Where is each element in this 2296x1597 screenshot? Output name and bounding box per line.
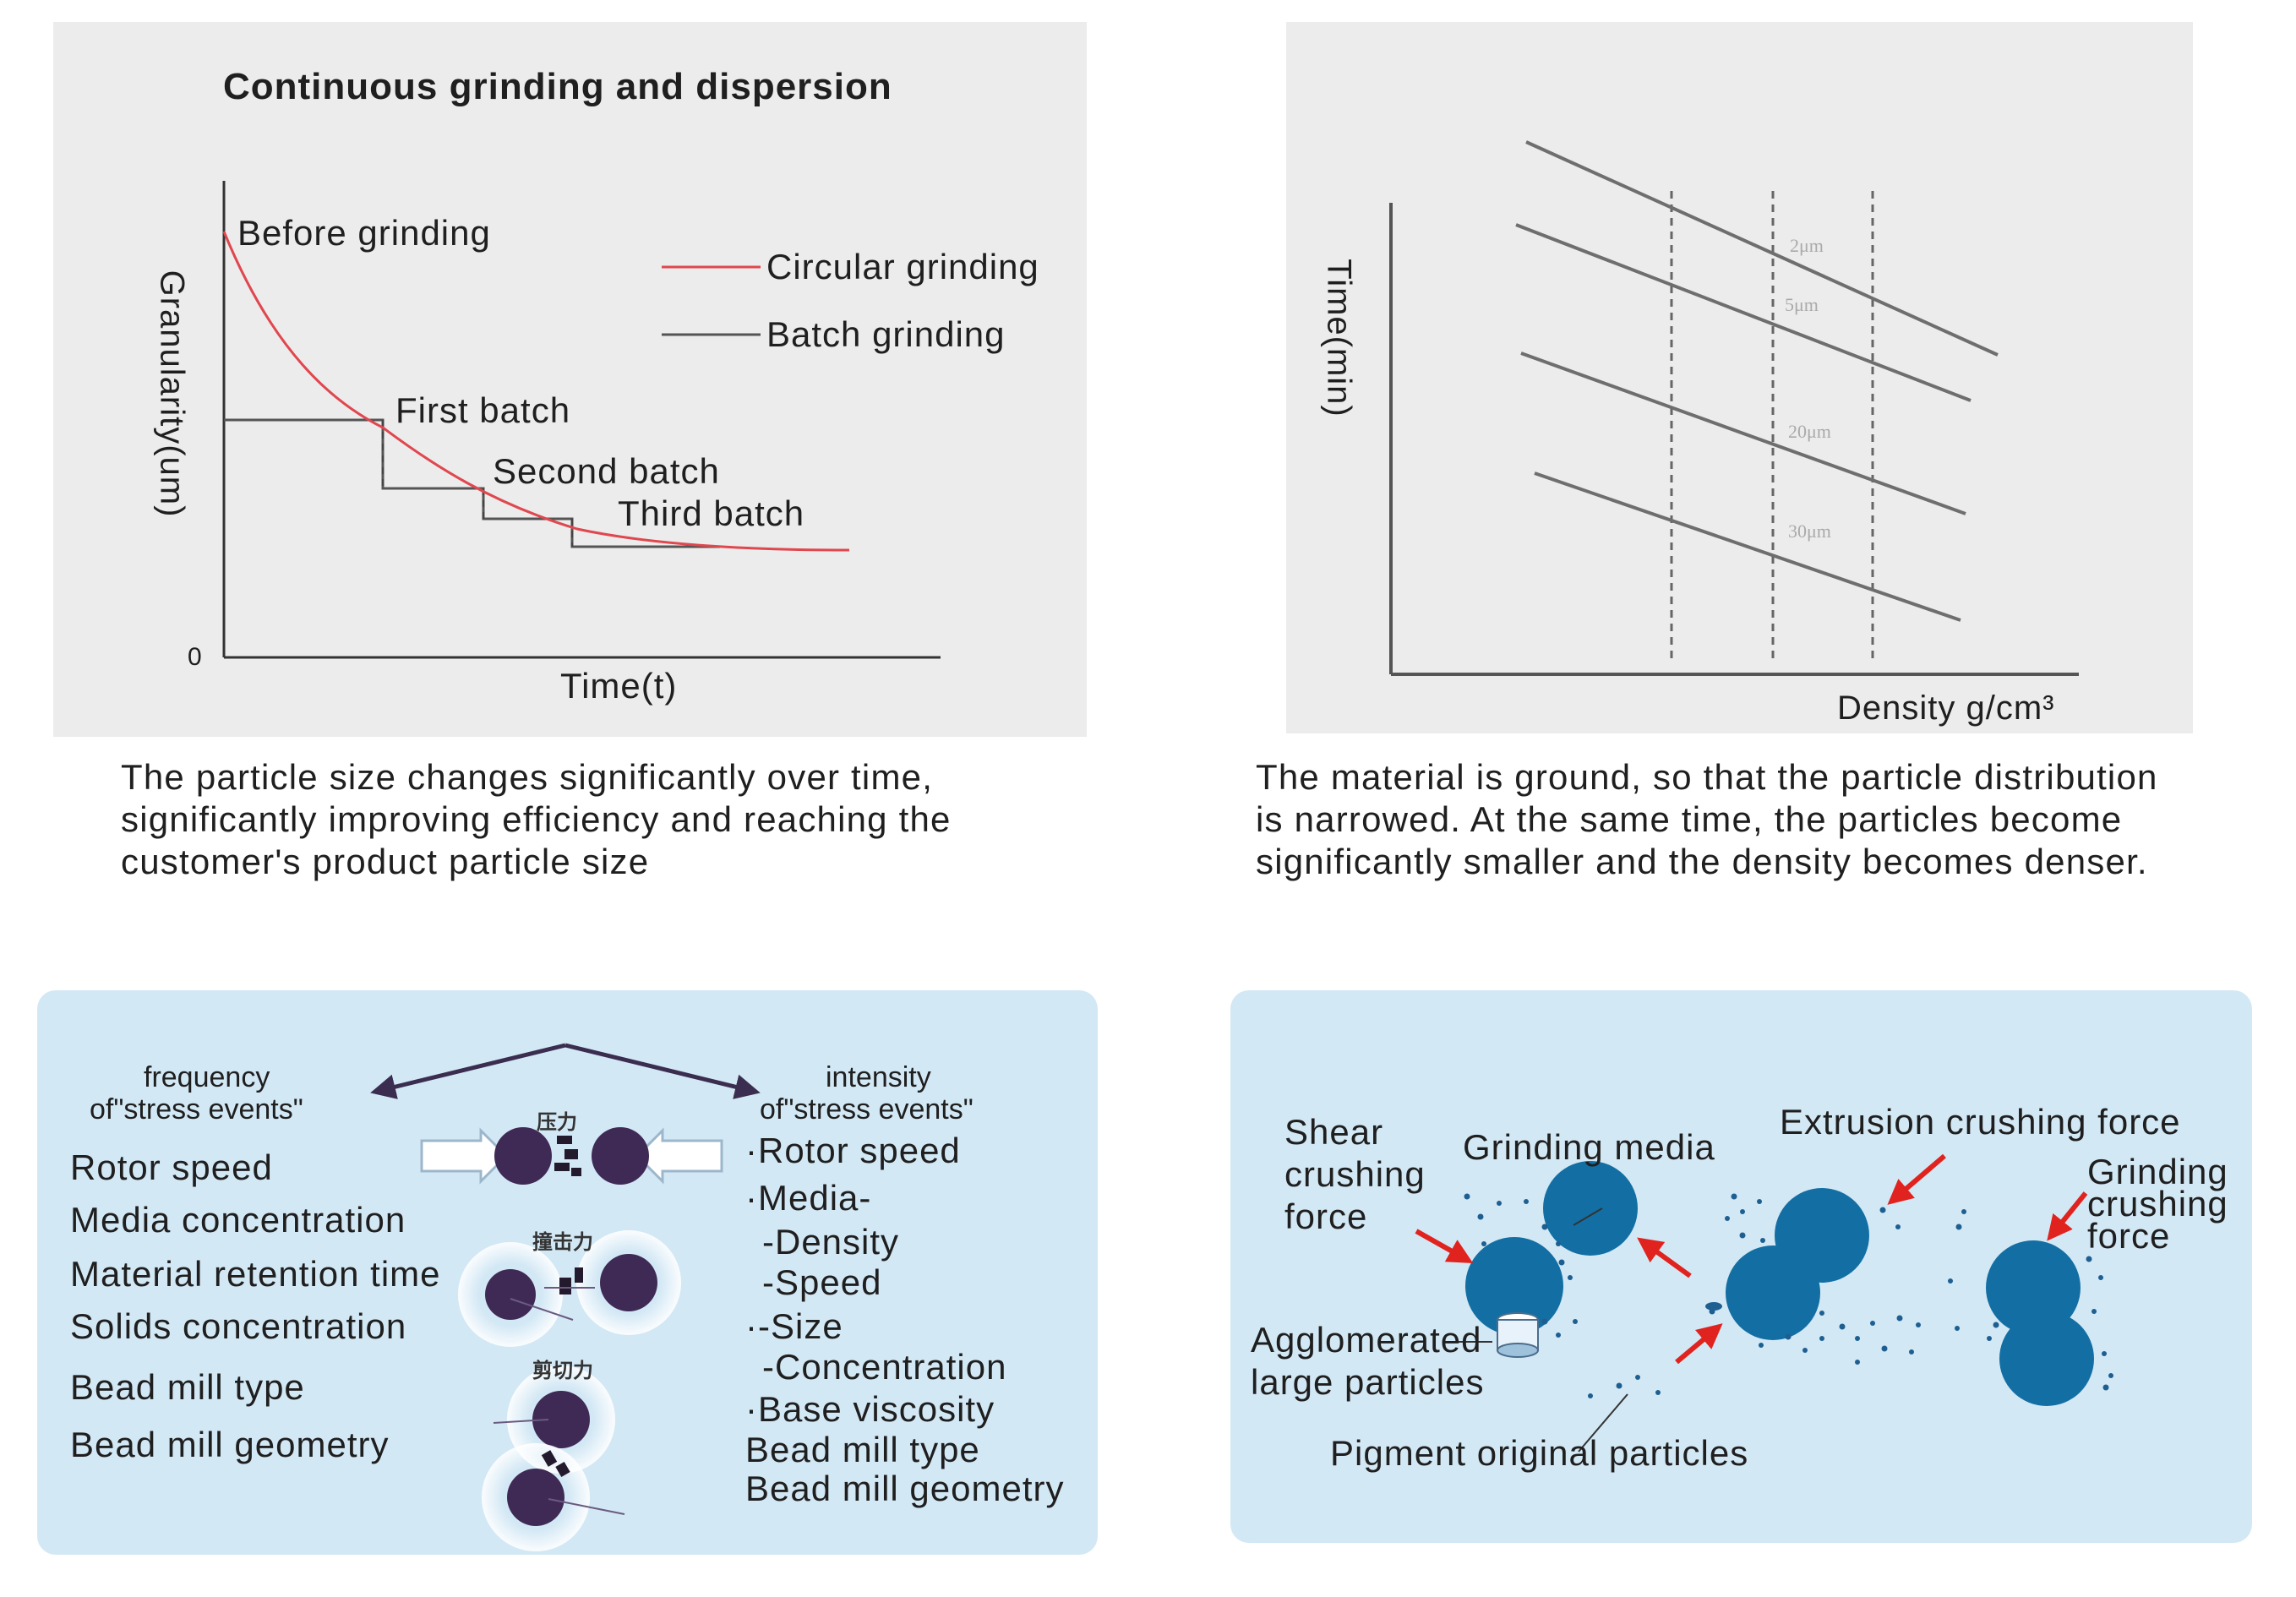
force-label-impact: 撞击力 — [532, 1231, 593, 1254]
leader-line — [1573, 1207, 1603, 1226]
caption-right: The material is ground, so that the part… — [1256, 757, 2158, 881]
arrow-right — [564, 1043, 761, 1099]
label-grinding-media: Grinding media — [1463, 1127, 1715, 1167]
size-line-20um — [1520, 352, 1966, 515]
agglomerated-particle-cup — [1497, 1312, 1539, 1358]
media-ball — [1465, 1237, 1563, 1335]
force-label-pressure: 压力 — [537, 1111, 577, 1134]
intensity-item: ·Media- — [745, 1178, 872, 1218]
shear-illustration — [482, 1365, 625, 1551]
label-grinding-force-line1: Grinding — [2087, 1152, 2228, 1191]
x-axis-label: Density g/cm³ — [1837, 689, 2055, 727]
stress-events-diagram: frequency of"stress events" intensity of… — [37, 990, 1098, 1555]
force-arrow — [1415, 1229, 1474, 1263]
media-ball — [1726, 1245, 1820, 1340]
force-arrow — [2047, 1191, 2088, 1241]
label-agglomerated-line1: Agglomerated — [1251, 1320, 1482, 1360]
intensity-item: Bead mill geometry — [745, 1469, 1065, 1508]
label-shear-line3: force — [1284, 1196, 1368, 1236]
intensity-header-line2: of"stress events" — [760, 1093, 973, 1126]
force-arrow — [1887, 1153, 1946, 1205]
grinding-time-chart: Continuous grinding and dispersion Granu… — [53, 22, 1087, 737]
density-time-chart: 2μm 5μm 20μm 30μm Time(min) Density g/cm… — [1286, 22, 2193, 733]
annotation-second-batch: Second batch — [493, 451, 720, 491]
diverging-arrow — [375, 990, 755, 1048]
frequency-item: Bead mill type — [70, 1367, 305, 1407]
size-line-30um — [1534, 471, 1961, 622]
intensity-item: ·-Size — [745, 1306, 843, 1346]
label-grinding-force-line2: crushing — [2087, 1184, 2228, 1224]
intensity-header-line1: intensity — [826, 1061, 931, 1093]
label-shear-line2: crushing — [1284, 1154, 1426, 1194]
annotation-before-grinding: Before grinding — [237, 213, 491, 253]
media-ball — [1999, 1311, 2094, 1406]
label-agglomerated-line2: large particles — [1251, 1362, 1485, 1402]
grinding-forces-diagram: Shear crushing force Grinding media Extr… — [1230, 990, 2252, 1543]
force-arrow — [1675, 1323, 1723, 1365]
intensity-item: ·Rotor speed — [745, 1131, 961, 1170]
impact-illustration — [458, 1230, 681, 1347]
force-arrow — [1637, 1237, 1692, 1278]
frequency-item: Material retention time — [70, 1254, 441, 1294]
intensity-item: -Speed — [762, 1262, 882, 1302]
x-axis-label: Time(t) — [560, 666, 678, 706]
circular-grinding-curve — [222, 231, 850, 552]
frequency-item: Bead mill geometry — [70, 1425, 390, 1464]
legend-batch-label: Batch grinding — [766, 314, 1006, 354]
leader-line — [1578, 1393, 1628, 1453]
label-pigment-particles: Pigment original particles — [1330, 1433, 1749, 1473]
density-time-chart-svg — [1389, 140, 2079, 676]
frequency-item: Rotor speed — [70, 1147, 273, 1187]
stress-events-svg — [370, 990, 761, 1551]
label-grinding-force-line3: force — [2087, 1216, 2171, 1256]
legend-circular-label: Circular grinding — [766, 247, 1039, 286]
size-line-2um — [1525, 140, 1999, 357]
chart-title: Continuous grinding and dispersion — [223, 66, 892, 107]
frequency-item: Solids concentration — [70, 1306, 407, 1346]
frequency-header-line2: of"stress events" — [90, 1093, 303, 1126]
origin-label: 0 — [188, 643, 202, 671]
intensity-item: -Density — [762, 1222, 900, 1262]
caption-left: The particle size changes significantly … — [121, 757, 952, 881]
intensity-item: -Concentration — [762, 1347, 1007, 1387]
pigment-particles — [1464, 1193, 2113, 1398]
annotation-first-batch: First batch — [395, 390, 571, 430]
label-extrusion-force: Extrusion crushing force — [1780, 1102, 2181, 1142]
label-shear-line1: Shear — [1284, 1112, 1384, 1152]
arrow-left — [370, 1043, 566, 1099]
intensity-item: ·Base viscosity — [745, 1389, 995, 1429]
intensity-item: Bead mill type — [745, 1430, 980, 1469]
grinding-time-chart-svg — [222, 181, 941, 659]
force-label-shear: 剪切力 — [532, 1360, 593, 1382]
pressure-illustration — [420, 1127, 723, 1185]
frequency-item: Media concentration — [70, 1200, 406, 1240]
line-label-5um: 5μm — [1785, 294, 1819, 315]
grinding-forces-svg — [1415, 1153, 2113, 1453]
line-label-20um: 20μm — [1788, 421, 1831, 442]
frequency-header-line1: frequency — [144, 1061, 270, 1093]
media-ball — [1986, 1240, 2081, 1335]
y-axis-label: Time(min) — [1320, 259, 1358, 417]
line-label-2um: 2μm — [1790, 235, 1824, 256]
size-line-5um — [1515, 223, 1972, 402]
y-axis-label: Granularity(um) — [153, 270, 191, 518]
media-ball — [1543, 1161, 1638, 1256]
annotation-third-batch: Third batch — [618, 493, 805, 533]
line-label-30um: 30μm — [1788, 521, 1831, 542]
